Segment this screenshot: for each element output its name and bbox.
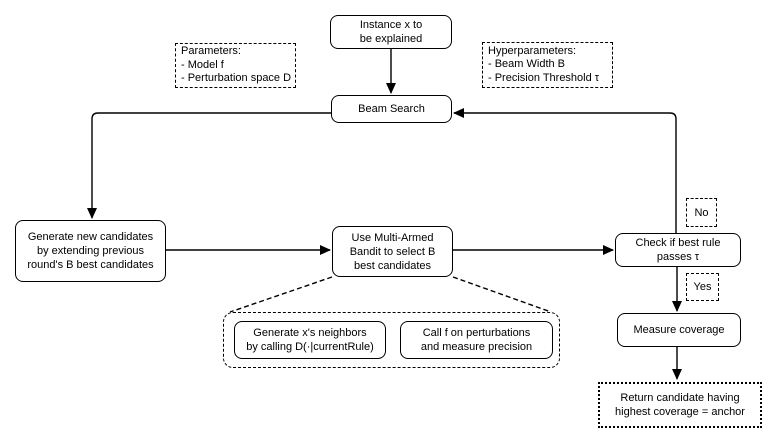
- note-parameters-item: - Model f: [181, 58, 224, 71]
- note-parameters-item: - Perturbation space D: [181, 72, 292, 85]
- node-multi-armed-bandit-line: best candidates: [353, 259, 432, 272]
- node-beam-search-label: Beam Search: [358, 103, 425, 115]
- edge-label-no: No: [686, 198, 717, 227]
- note-hyperparameters-item: - Beam Width B: [488, 58, 566, 71]
- edge-label-yes-text: Yes: [693, 281, 712, 293]
- edge-label-no-text: No: [694, 206, 709, 219]
- edge-label-yes: Yes: [686, 273, 719, 301]
- note-parameters-title: Parameters:: [181, 45, 241, 58]
- node-generate-candidates: Generate new candidates by extending pre…: [15, 220, 166, 282]
- node-instance-line: Instance x to: [359, 19, 423, 31]
- node-multi-armed-bandit-line: Bandit to select B: [349, 245, 436, 258]
- node-call-f-line: Call f on perturbations: [422, 327, 531, 339]
- node-beam-search: Beam Search: [331, 95, 452, 123]
- node-check-rule: Check if best rule passes τ: [615, 233, 741, 267]
- node-generate-neighbors: Generate x's neighbors by calling D(·|cu…: [234, 321, 386, 359]
- node-generate-neighbors-line: by calling D(·|currentRule): [246, 341, 374, 353]
- node-multi-armed-bandit-line: Use Multi-Armed: [351, 231, 434, 244]
- node-call-f: Call f on perturbations and measure prec…: [400, 321, 553, 359]
- node-generate-candidates-line: round's B best candidates: [27, 259, 154, 271]
- detail-callout-line-left: [229, 276, 333, 313]
- node-check-rule-line: passes τ: [656, 251, 700, 263]
- node-generate-candidates-line: by extending previous: [36, 245, 144, 257]
- node-measure-coverage: Measure coverage: [617, 313, 741, 347]
- note-hyperparameters-item: - Precision Threshold τ: [488, 71, 600, 84]
- node-instance: Instance x to be explained: [330, 15, 452, 49]
- node-call-f-line: and measure precision: [420, 341, 533, 353]
- node-return-anchor: Return candidate having highest coverage…: [598, 382, 762, 428]
- node-multi-armed-bandit: Use Multi-Armed Bandit to select B best …: [332, 226, 453, 277]
- node-check-rule-line: Check if best rule: [635, 237, 721, 249]
- node-measure-coverage-label: Measure coverage: [633, 324, 725, 336]
- detail-callout-line-right: [452, 276, 552, 313]
- node-generate-candidates-line: Generate new candidates: [27, 231, 154, 243]
- node-return-anchor-line: Return candidate having: [620, 392, 740, 404]
- note-parameters: Parameters: - Model f - Perturbation spa…: [175, 43, 296, 88]
- node-return-anchor-line: highest coverage = anchor: [615, 406, 745, 418]
- node-generate-neighbors-line: Generate x's neighbors: [253, 327, 367, 339]
- note-hyperparameters: Hyperparameters: - Beam Width B - Precis…: [482, 42, 613, 88]
- note-hyperparameters-title: Hyperparameters:: [488, 44, 577, 57]
- node-instance-line: be explained: [359, 33, 423, 45]
- connector-beam-to-generate: [87, 112, 331, 219]
- connector-check-no-to-beam: [453, 108, 677, 233]
